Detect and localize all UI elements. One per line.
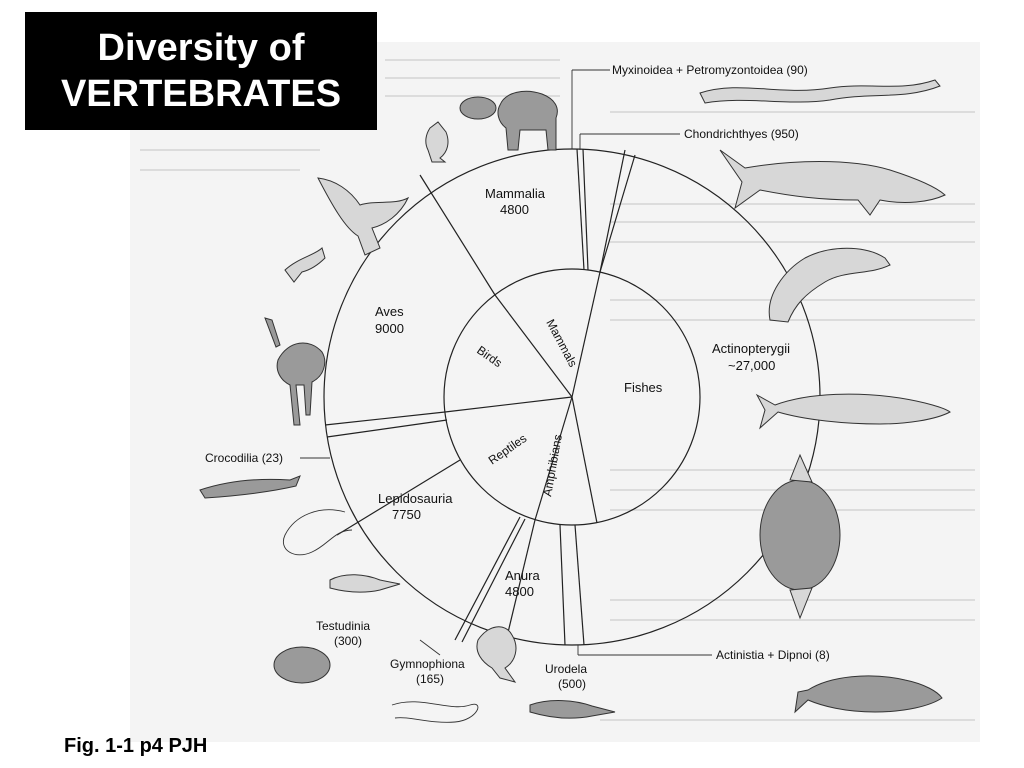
label-mammalia: Mammalia	[485, 186, 546, 201]
callout-lines	[300, 69, 712, 656]
background-text-lines	[140, 59, 975, 721]
inner-label-amphibians: Amphibians	[540, 433, 565, 497]
label-urodela: Urodela	[545, 662, 587, 676]
kangaroo-illustration	[425, 121, 449, 163]
count-actinopterygii: ~27,000	[728, 358, 775, 373]
label-gymnophiona: Gymnophiona	[390, 657, 465, 671]
sunfish-fin	[789, 453, 813, 620]
salmon-illustration	[768, 247, 891, 323]
songbird-illustration	[284, 247, 326, 283]
inner-dividers	[444, 271, 601, 524]
label-chondrichthyes: Chondrichthyes (950)	[684, 127, 799, 141]
scanned-page-background	[130, 42, 980, 742]
shark-illustration	[719, 149, 946, 216]
hedgehog-illustration	[459, 96, 497, 120]
inner-label-birds: Birds	[474, 343, 504, 370]
label-myxinoidea: Myxinoidea + Petromyzontoidea (90)	[612, 63, 808, 77]
salamander-illustration	[529, 700, 616, 719]
label-anura: Anura	[505, 568, 540, 583]
count-anura: 4800	[505, 584, 534, 599]
count-aves: 9000	[375, 321, 404, 336]
elephant-illustration	[497, 90, 558, 151]
inner-label-reptiles: Reptiles	[486, 431, 530, 467]
title-line-1: Diversity of	[97, 27, 305, 69]
count-testudinia: (300)	[334, 634, 362, 648]
label-crocodilia: Crocodilia (23)	[205, 451, 283, 465]
title-box: Diversity of VERTEBRATES	[25, 12, 377, 130]
count-gymnophiona: (165)	[416, 672, 444, 686]
crocodile-illustration	[199, 475, 301, 499]
figure-caption: Fig. 1-1 p4 PJH	[64, 735, 208, 757]
frog-illustration	[476, 626, 517, 683]
count-lepidosauria: 7750	[392, 507, 421, 522]
inner-label-fishes: Fishes	[624, 380, 663, 395]
caecilian-illustration	[391, 701, 479, 723]
lamprey-illustration	[699, 79, 941, 104]
inner-label-mammals: Mammals	[543, 317, 580, 369]
ostrich-illustration	[264, 317, 326, 426]
mackerel-illustration	[755, 393, 951, 430]
label-actinopterygii: Actinopterygii	[712, 341, 790, 356]
coelacanth-illustration	[794, 675, 943, 714]
title-line-2: VERTEBRATES	[60, 73, 342, 115]
snake-illustration	[283, 509, 353, 556]
label-lepidosauria: Lepidosauria	[378, 491, 453, 506]
sunfish-illustration	[759, 479, 841, 591]
lizard-illustration	[329, 574, 401, 593]
count-urodela: (500)	[558, 677, 586, 691]
hawk-illustration	[317, 177, 410, 256]
label-aves: Aves	[375, 304, 404, 319]
turtle-illustration	[273, 646, 331, 684]
label-actinistia: Actinistia + Dipnoi (8)	[716, 648, 830, 662]
count-mammalia: 4800	[500, 202, 529, 217]
label-testudinia: Testudinia	[316, 619, 370, 633]
outer-dividers	[324, 148, 636, 646]
inner-ring	[443, 268, 701, 526]
